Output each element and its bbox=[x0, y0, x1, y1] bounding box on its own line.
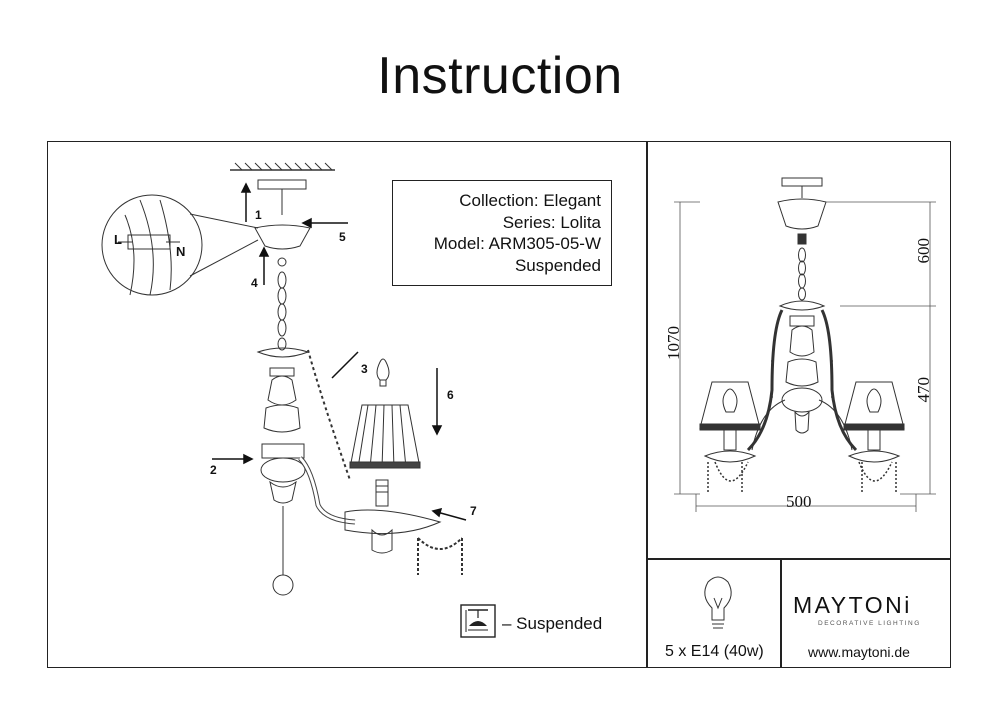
socket bbox=[375, 479, 389, 507]
bulb-icon bbox=[376, 358, 390, 381]
product-info-box: Collection: Elegant Series: Lolita Model… bbox=[392, 180, 612, 286]
legend-text: – Suspended bbox=[502, 614, 603, 633]
frame-divider-vertical bbox=[646, 141, 648, 668]
dim-total-height: 1070 bbox=[664, 326, 683, 360]
wire-live-label: L bbox=[114, 232, 122, 247]
bulb-spec-icon bbox=[704, 576, 732, 629]
page-title: Instruction bbox=[377, 47, 623, 105]
dim-chain bbox=[798, 247, 806, 301]
wiring-detail bbox=[101, 194, 203, 296]
step-6-label: 6 bbox=[447, 388, 454, 402]
bulb-spec-text: 5 x E14 (40w) bbox=[665, 643, 764, 660]
arm-bobeche bbox=[344, 509, 442, 535]
crystal-drop bbox=[272, 574, 294, 596]
wire-neutral-label: N bbox=[176, 244, 186, 259]
frame-divider-horizontal bbox=[646, 558, 951, 560]
ceiling-hatch bbox=[230, 162, 335, 171]
canopy bbox=[254, 224, 311, 250]
dim-chain-height: 600 bbox=[914, 238, 933, 264]
instruction-frame bbox=[47, 141, 951, 668]
series-text: Series: Lolita bbox=[502, 212, 601, 232]
step-1-label: 1 bbox=[255, 208, 262, 222]
collection-text: Collection: Elegant bbox=[459, 191, 601, 210]
dim-canopy bbox=[777, 198, 827, 230]
dim-mounting-plate bbox=[781, 177, 823, 187]
step-2-label: 2 bbox=[210, 463, 217, 477]
body-ring bbox=[261, 443, 305, 459]
dim-body-height: 470 bbox=[914, 377, 933, 403]
step-5-label: 5 bbox=[339, 230, 346, 244]
dim-width: 500 bbox=[786, 492, 812, 511]
step-3-label: 3 bbox=[361, 362, 368, 376]
model-text: Model: ARM305-05-W bbox=[433, 234, 601, 253]
frame-divider-footer bbox=[780, 558, 782, 668]
step-4-label: 4 bbox=[251, 276, 258, 290]
suspended-mount-icon bbox=[460, 604, 496, 638]
brand-url[interactable]: www.maytoni.de bbox=[808, 644, 910, 660]
brand-tagline: DECORATIVE LIGHTING bbox=[818, 620, 921, 627]
step-7-label: 7 bbox=[470, 504, 477, 518]
mount-text: Suspended bbox=[514, 255, 601, 275]
chain bbox=[277, 271, 287, 351]
brand-logo: MAYTONi bbox=[793, 592, 912, 618]
